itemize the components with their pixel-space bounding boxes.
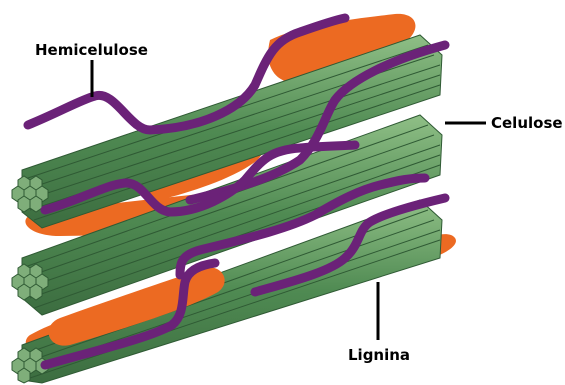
label-hemicellulose: Hemicelulose (35, 41, 148, 97)
label-cellulose: Celulose (445, 114, 563, 132)
label-hemicellulose-text: Hemicelulose (35, 41, 148, 59)
label-lignin: Lignina (348, 282, 410, 364)
label-lignin-text: Lignina (348, 346, 410, 364)
label-cellulose-text: Celulose (491, 114, 563, 132)
